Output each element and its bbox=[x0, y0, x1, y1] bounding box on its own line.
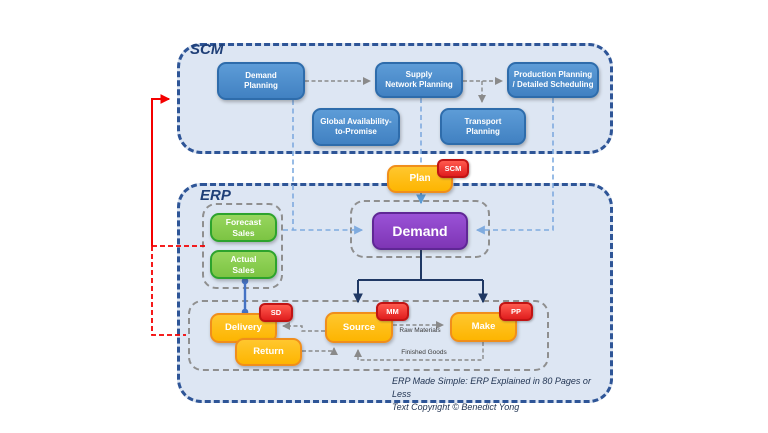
badge-mm: MM bbox=[376, 302, 409, 321]
node-supply-network-planning: Supply Network Planning bbox=[375, 62, 463, 98]
node-forecast-sales-label: Forecast Sales bbox=[225, 216, 262, 238]
node-production-planning-label: Production Planning / Detailed Schedulin… bbox=[512, 70, 594, 89]
node-global-atp-label: Global Availability- to-Promise bbox=[320, 117, 392, 136]
footer-line-2: Text Copyright © Benedict Yong bbox=[392, 402, 520, 412]
flow-finished-goods bbox=[354, 342, 484, 361]
node-production-planning: Production Planning / Detailed Schedulin… bbox=[507, 62, 599, 98]
node-plan-label: Plan bbox=[409, 173, 431, 184]
flow-return-to-source bbox=[302, 347, 338, 355]
erp-zone-label: ERP bbox=[200, 187, 231, 204]
badge-sd: SD bbox=[259, 303, 293, 322]
flow-source-to-delivery bbox=[282, 322, 325, 332]
node-forecast-sales: Forecast Sales bbox=[210, 213, 277, 242]
footer-line-1: ERP Made Simple: ERP Explained in 80 Pag… bbox=[392, 376, 591, 399]
node-actual-sales-label: Actual Sales bbox=[230, 253, 257, 275]
node-supply-network-planning-label: Supply Network Planning bbox=[385, 70, 453, 89]
badge-scm: SCM bbox=[437, 159, 469, 178]
node-delivery-label: Delivery bbox=[225, 322, 262, 333]
finished-goods-label: Finished Goods bbox=[401, 349, 447, 356]
node-return-label: Return bbox=[253, 346, 284, 357]
node-demand-planning: Demand Planning bbox=[217, 62, 305, 100]
node-actual-sales: Actual Sales bbox=[210, 250, 277, 279]
execution-group-container bbox=[188, 300, 549, 371]
node-make-label: Make bbox=[471, 321, 496, 332]
node-transport-planning-label: Transport Planning bbox=[464, 116, 502, 136]
footer-credit: ERP Made Simple: ERP Explained in 80 Pag… bbox=[392, 375, 607, 414]
node-demand-label: Demand bbox=[392, 222, 448, 239]
link-production-to-demand bbox=[475, 98, 554, 235]
raw-materials-label: Raw Materials bbox=[399, 327, 441, 334]
scm-zone-label: SCM bbox=[190, 41, 224, 58]
flow-actual-sales-to-delivery bbox=[241, 277, 249, 316]
node-return: Return bbox=[235, 338, 302, 366]
node-source-label: Source bbox=[342, 321, 376, 333]
node-demand-planning-label: Demand Planning bbox=[244, 71, 278, 90]
feedback-from-delivery bbox=[151, 246, 186, 336]
feedback-loop-to-scm bbox=[151, 94, 171, 246]
badge-pp: PP bbox=[499, 302, 533, 321]
node-transport-planning: Transport Planning bbox=[440, 108, 526, 145]
node-global-atp: Global Availability- to-Promise bbox=[312, 108, 400, 146]
node-demand: Demand bbox=[372, 212, 468, 250]
